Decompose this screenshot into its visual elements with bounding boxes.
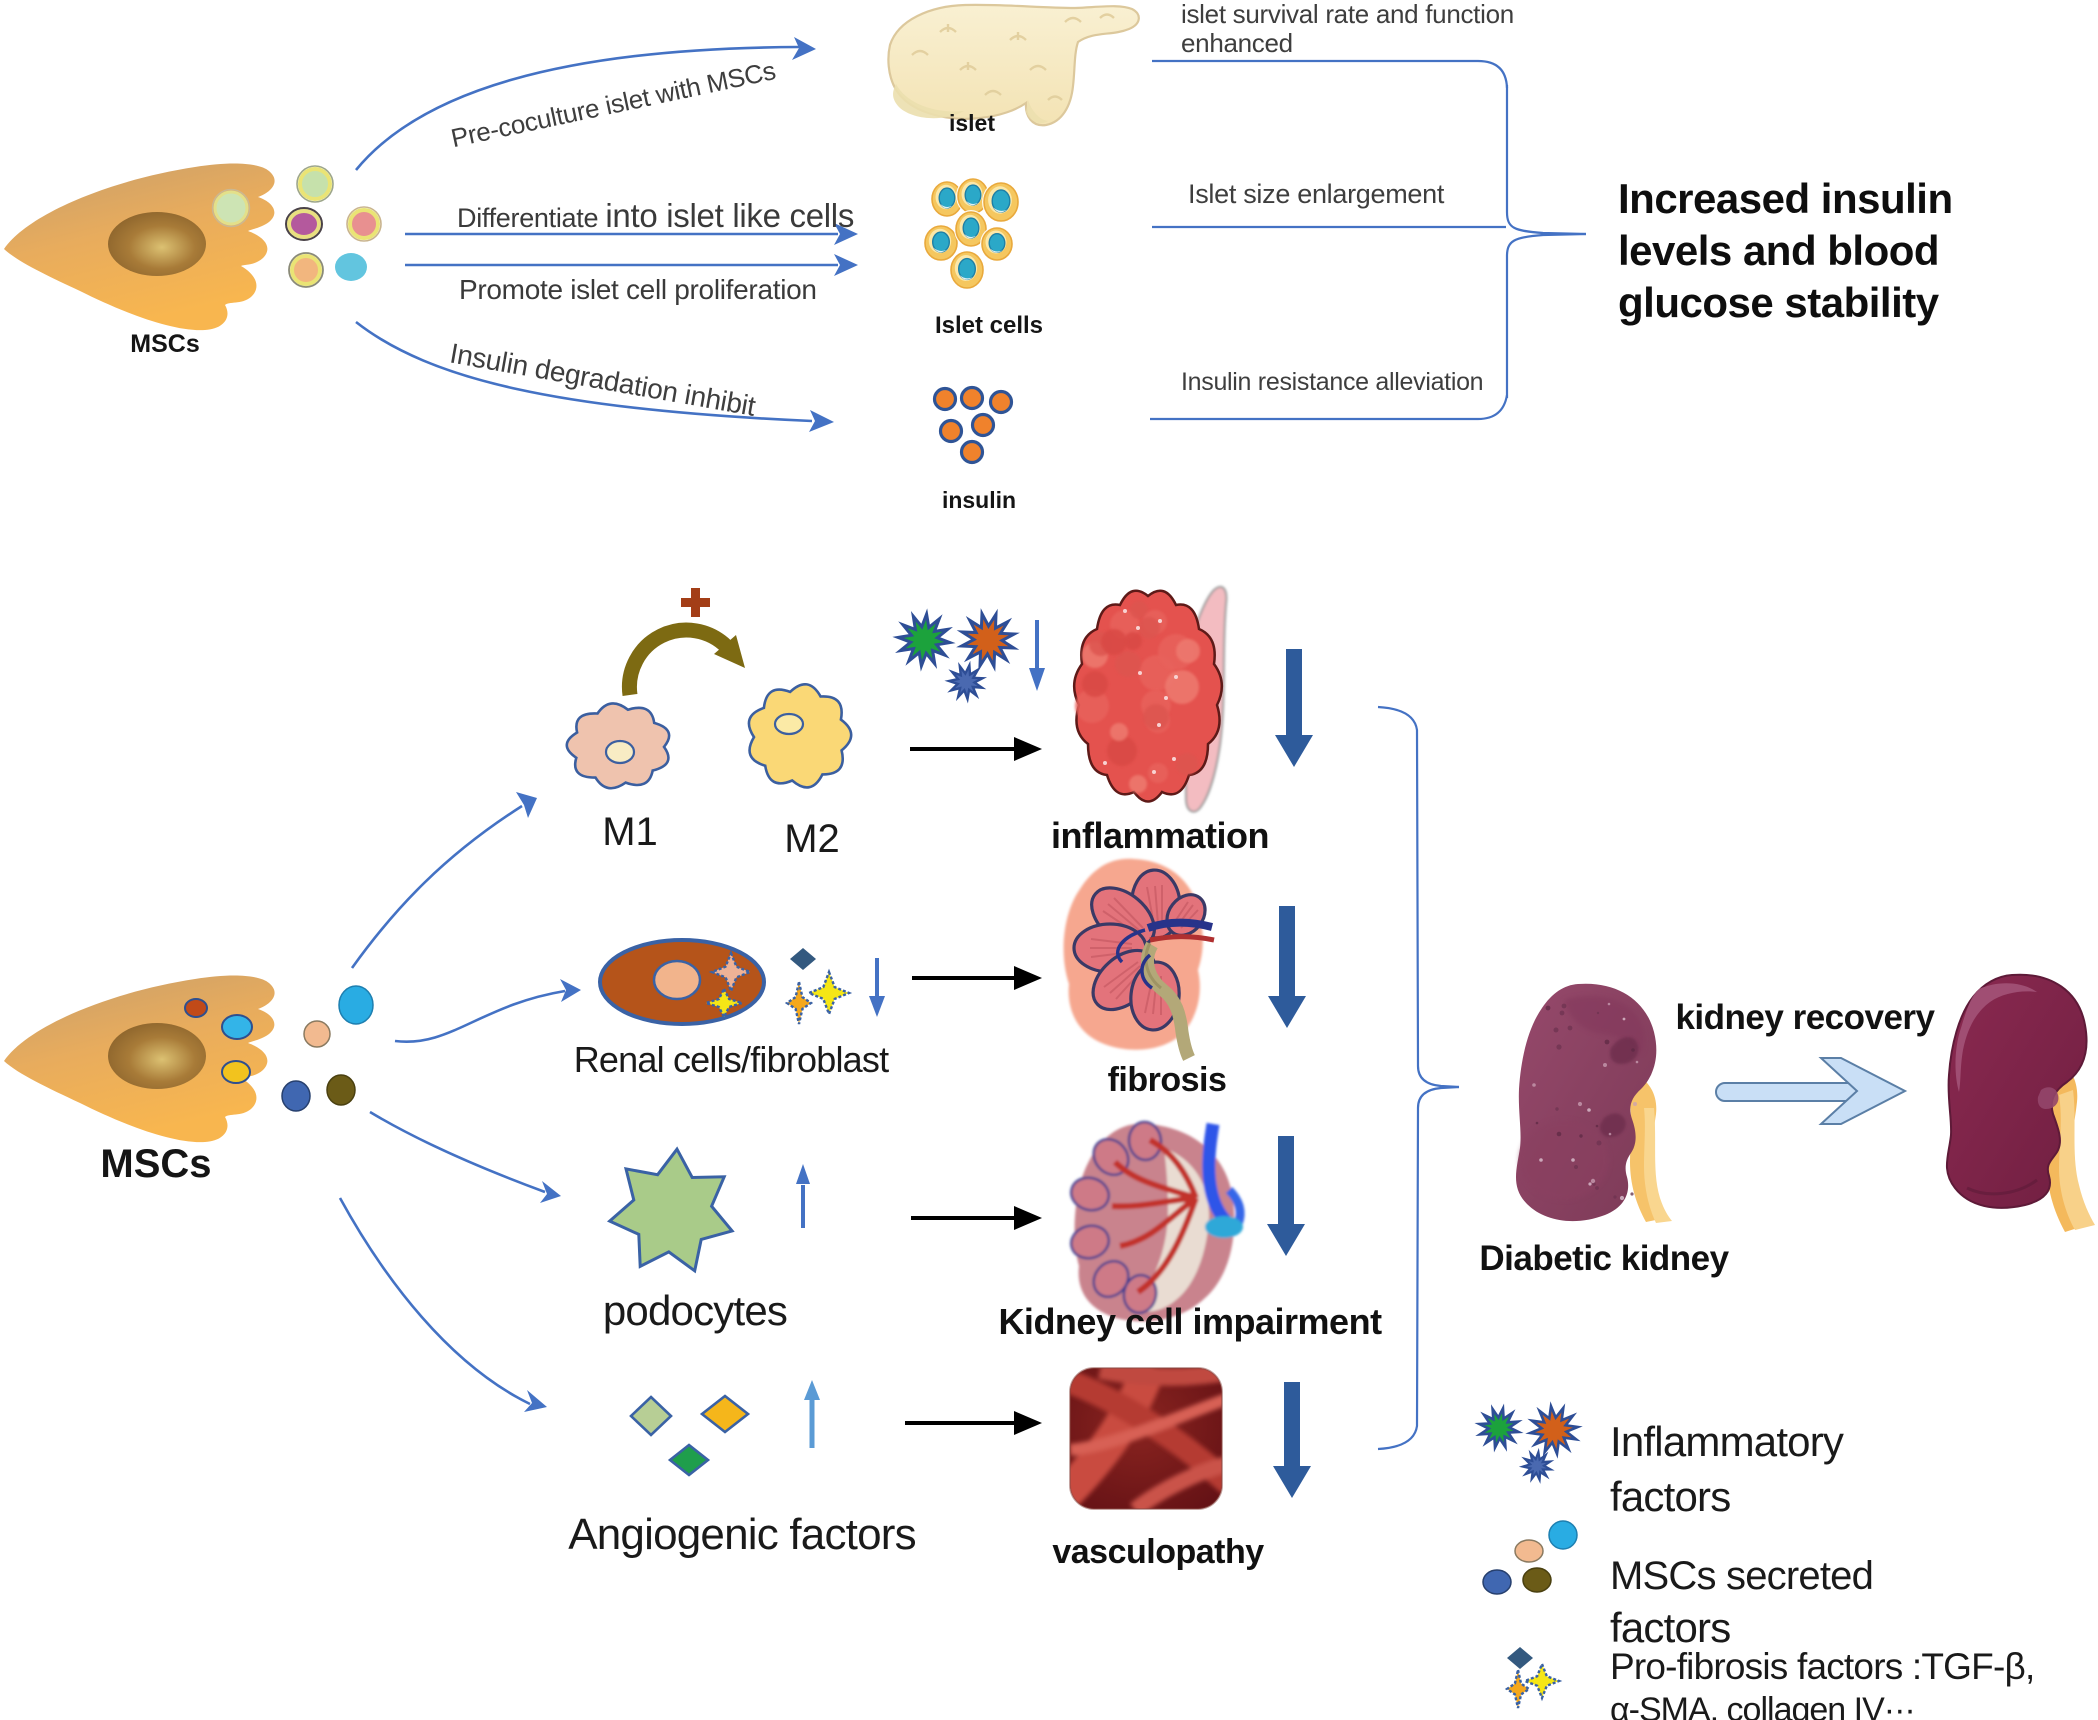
- svg-text:MSCs: MSCs: [100, 1142, 211, 1186]
- svg-text:Renal cells/fibroblast: Renal cells/fibroblast: [574, 1039, 889, 1080]
- svg-text:Pre-coculture islet with MSCs: Pre-coculture islet with MSCs: [448, 55, 778, 153]
- svg-text:Angiogenic factors: Angiogenic factors: [568, 1510, 916, 1559]
- svg-text:islet: islet: [949, 110, 995, 136]
- svg-text:Pro-fibrosis factors :TGF-β,: Pro-fibrosis factors :TGF-β,: [1610, 1646, 2034, 1687]
- svg-text:M2: M2: [784, 817, 840, 861]
- svg-text:Differentiate into islet like: Differentiate into islet like cells: [457, 197, 854, 234]
- svg-text:factors: factors: [1610, 1604, 1730, 1651]
- svg-text:enhanced: enhanced: [1181, 28, 1293, 58]
- svg-text:podocytes: podocytes: [603, 1287, 787, 1334]
- svg-text:inflammation: inflammation: [1051, 815, 1269, 856]
- svg-text:islet survival rate and functi: islet survival rate and function: [1181, 0, 1514, 29]
- svg-text:Insulin resistance alleviation: Insulin resistance alleviation: [1181, 368, 1483, 396]
- svg-text:Kidney cell impairment: Kidney cell impairment: [998, 1301, 1382, 1342]
- svg-text:Insulin degradation inhibit: Insulin degradation inhibit: [448, 338, 759, 422]
- svg-text:fibrosis: fibrosis: [1108, 1061, 1227, 1099]
- svg-text:levels and blood: levels and blood: [1618, 227, 1939, 274]
- svg-text:Inflammatory: Inflammatory: [1610, 1418, 1844, 1465]
- svg-text:vasculopathy: vasculopathy: [1052, 1533, 1264, 1571]
- svg-text:Increased insulin: Increased insulin: [1618, 175, 1953, 222]
- svg-text:M1: M1: [602, 810, 658, 854]
- svg-text:insulin: insulin: [942, 487, 1016, 513]
- svg-text:kidney recovery: kidney recovery: [1675, 998, 1935, 1037]
- svg-text:Promote islet cell proliferati: Promote islet cell proliferation: [459, 274, 817, 305]
- svg-text:MSCs secreted: MSCs secreted: [1610, 1554, 1873, 1598]
- svg-text:Islet cells: Islet cells: [935, 312, 1043, 339]
- svg-text:factors: factors: [1610, 1473, 1730, 1520]
- svg-text:glucose stability: glucose stability: [1618, 279, 1940, 326]
- svg-text:MSCs: MSCs: [130, 330, 199, 358]
- svg-text:Diabetic kidney: Diabetic kidney: [1479, 1239, 1729, 1278]
- svg-text:α-SMA, collagen IV···: α-SMA, collagen IV···: [1610, 1691, 1915, 1720]
- svg-text:Islet size enlargement: Islet size enlargement: [1188, 179, 1445, 209]
